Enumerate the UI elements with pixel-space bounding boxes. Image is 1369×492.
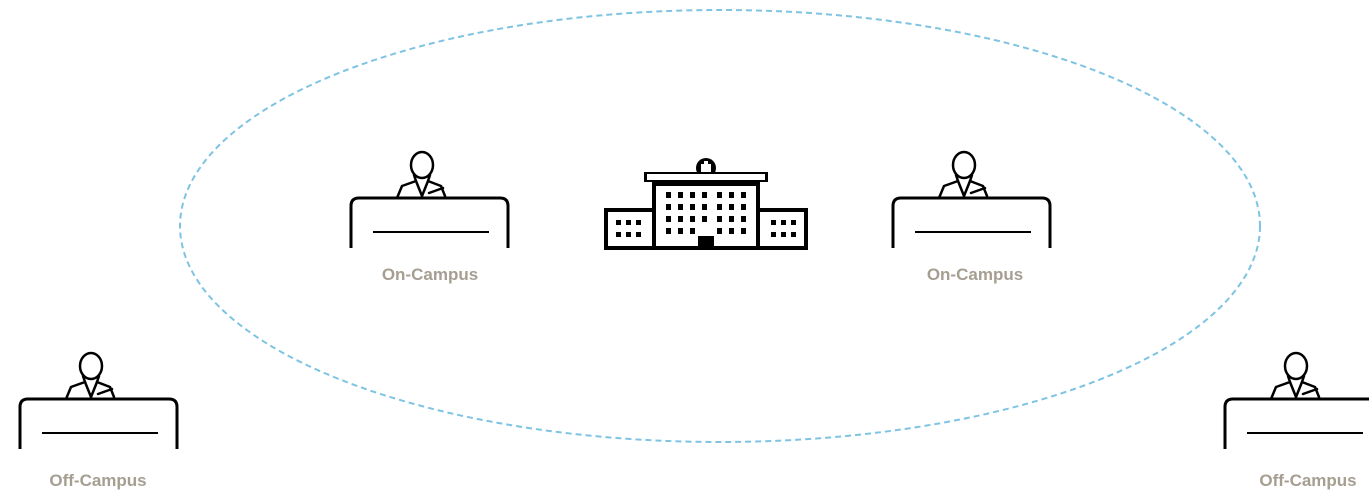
person-at-desk-icon xyxy=(891,150,1052,248)
on-campus-label-left: On-Campus xyxy=(381,265,479,284)
on-campus-desk-left xyxy=(343,148,513,268)
off-campus-desk-left xyxy=(12,349,182,469)
person-at-desk-icon xyxy=(349,150,510,248)
on-campus-label-right: On-Campus xyxy=(926,265,1024,284)
campus-boundary-ellipse xyxy=(179,9,1261,443)
person-at-desk-icon xyxy=(18,351,179,449)
person-at-desk-icon xyxy=(1223,351,1369,449)
hospital-icon xyxy=(604,158,808,250)
off-campus-desk-right xyxy=(1217,349,1369,469)
on-campus-desk-right xyxy=(885,148,1055,268)
off-campus-label-left: Off-Campus xyxy=(49,471,147,490)
off-campus-label-right: Off-Campus xyxy=(1259,471,1357,490)
